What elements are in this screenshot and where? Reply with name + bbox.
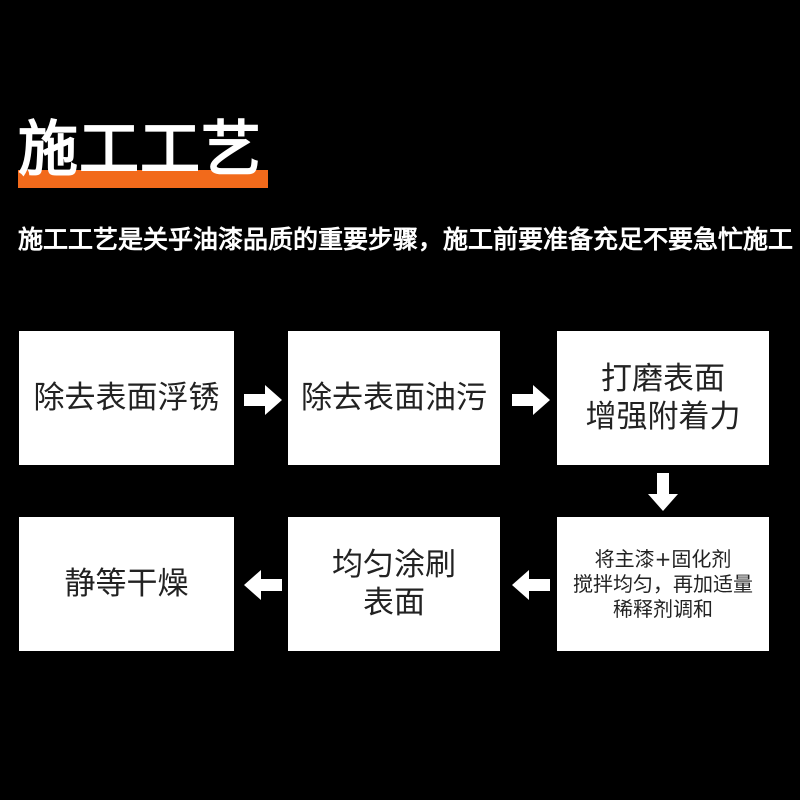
step-3-label: 打磨表面 增强附着力 [585,361,741,435]
step-4-label: 将主漆+固化剂 搅拌均匀，再加适量 稀释剂调和 [573,546,753,621]
arrow-right-icon [509,378,553,422]
arrow-down-icon [641,470,685,514]
step-6-label: 静等干燥 [64,566,189,602]
page-title-block: 施工工艺 [18,112,268,192]
step-5-box: 均匀涂刷 表面 [288,517,500,651]
arrow-left-icon [509,563,553,607]
step-3-box: 打磨表面 增强附着力 [557,331,769,465]
step-1-box: 除去表面浮锈 [19,331,234,465]
title-underline [18,170,268,188]
step-2-box: 除去表面油污 [288,331,500,465]
arrow-left-icon [241,563,285,607]
step-5-label: 均匀涂刷 表面 [332,547,456,621]
page-subtitle: 施工工艺是关乎油漆品质的重要步骤，施工前要准备充足不要急忙施工 [18,225,794,254]
step-2-label: 除去表面油污 [301,380,487,416]
arrow-right-icon [241,378,285,422]
step-1-label: 除去表面浮锈 [33,380,220,416]
step-4-box: 将主漆+固化剂 搅拌均匀，再加适量 稀释剂调和 [557,517,769,651]
page-title: 施工工艺 [18,115,262,185]
step-6-box: 静等干燥 [19,517,234,651]
